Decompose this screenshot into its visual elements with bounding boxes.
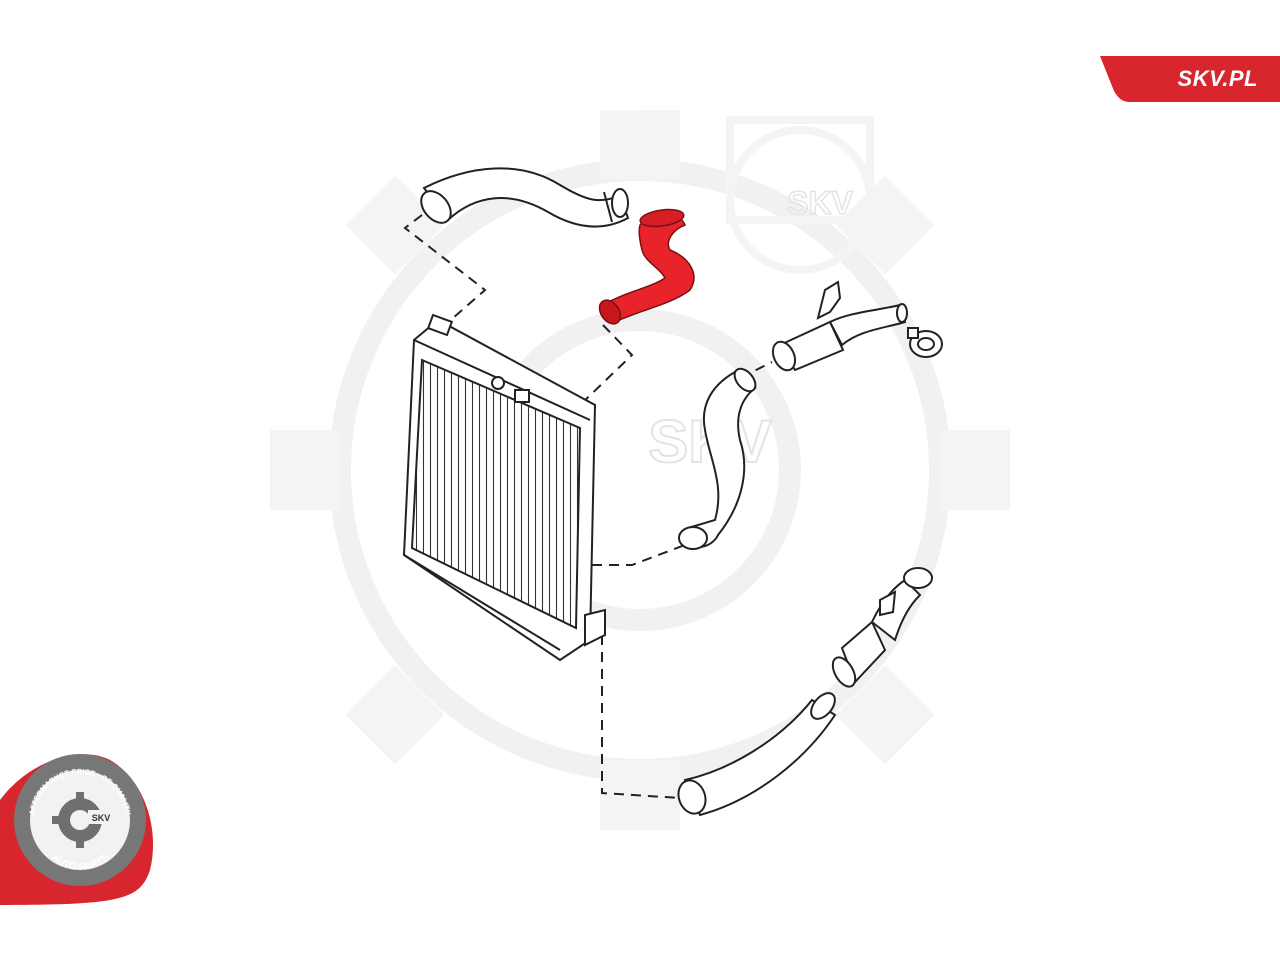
- clamp: [907, 327, 943, 358]
- auto-parts-badge: SKV AFTERMARKET PRICE · OE QUALITY AUTO …: [0, 754, 154, 905]
- brand-logo-text: SKV.PL: [1177, 66, 1258, 91]
- lower-hose: [677, 692, 837, 817]
- intercooler: [402, 313, 606, 662]
- lower-right-pipe-assembly: [831, 567, 933, 688]
- bottom-band: [0, 905, 1280, 960]
- middle-hose: [678, 367, 757, 550]
- upper-right-pipe-assembly: [771, 280, 908, 372]
- watermark-text-small: SKV: [787, 185, 853, 221]
- highlighted-hose: [598, 208, 695, 325]
- badge-center-text: SKV: [92, 813, 111, 823]
- brand-tab-shape: [1100, 56, 1280, 102]
- brand-tab: SKV.PL: [1100, 56, 1280, 102]
- watermark-gear-icon: [270, 110, 1010, 830]
- upper-left-hose: [420, 167, 630, 228]
